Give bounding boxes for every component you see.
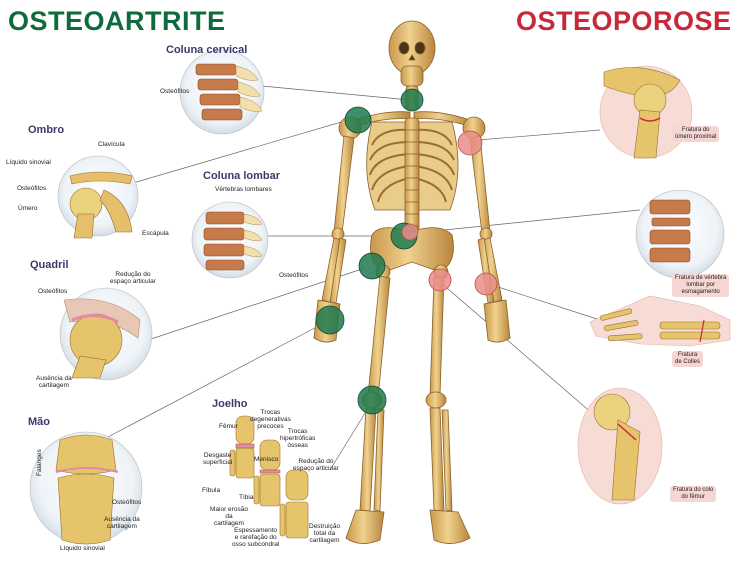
tag-fratura-colles: Fratura de Colles xyxy=(672,351,704,367)
knee-stages xyxy=(229,415,309,539)
osteoporose-title: OSTEOPOROSE xyxy=(516,6,732,36)
label-joelho-fibula: Fíbula xyxy=(202,487,221,494)
label-lombar-vertebras: Vértebras lombares xyxy=(215,186,272,193)
knee-stage-2 xyxy=(253,439,281,507)
label-cervical-osteofitos: Osteófitos xyxy=(160,88,190,95)
label-joelho-maior-erosao: Maior erosão da cartilagem xyxy=(210,506,248,527)
label-mao-osteofitos: Osteófitos xyxy=(112,499,142,506)
label-ombro-escapula: Escápula xyxy=(142,230,169,237)
detail-circle-vertebra xyxy=(635,189,725,279)
section-title-cervical: Coluna cervical xyxy=(166,44,248,56)
section-title-quadril: Quadril xyxy=(30,259,69,271)
section-title-mao: Mão xyxy=(28,416,50,428)
osteoporose-markers xyxy=(401,130,498,296)
label-quadril-reducao: Redução do espaço articular xyxy=(110,271,156,285)
knee-stage-1 xyxy=(229,415,255,479)
detail-circle-umero xyxy=(599,65,693,159)
label-mao-liquido: Líquido sinovial xyxy=(60,545,105,552)
label-joelho-espessamento: Espessamento e rarefação do osso subcond… xyxy=(232,527,280,548)
section-title-joelho: Joelho xyxy=(212,398,248,410)
label-joelho-trocas-deg: Trocas degenerativas precoces xyxy=(250,409,291,430)
marker-vertebra xyxy=(401,223,419,241)
knee-stage-3 xyxy=(279,469,309,539)
section-title-ombro: Ombro xyxy=(28,124,65,136)
osteoartrite-title: OSTEOARTRITE xyxy=(8,6,226,36)
label-joelho-menisco: Menisco xyxy=(254,456,279,463)
detail-circle-mao xyxy=(29,431,143,545)
detail-circle-lombar xyxy=(191,201,269,279)
detail-circle-cervical xyxy=(179,49,265,135)
label-ombro-liquido: Líquido sinovial xyxy=(6,159,51,166)
osteoartrite-markers xyxy=(315,88,424,415)
section-title-lombar: Coluna lombar xyxy=(203,170,281,182)
marker-femur xyxy=(428,268,452,292)
label-joelho-femur: Fêmur xyxy=(219,423,238,430)
label-quadril-osteofitos: Osteófitos xyxy=(38,288,68,295)
marker-quadril xyxy=(358,252,386,280)
label-joelho-trocas-hip: Trocas hipertróficas ósseas xyxy=(280,428,316,449)
marker-punho xyxy=(474,272,498,296)
label-lombar-osteofitos: Osteófitos xyxy=(279,272,309,279)
label-mao-falanges: Falanges xyxy=(36,449,43,476)
label-ombro-clavicula: Clavícula xyxy=(98,141,125,148)
label-ombro-umero: Úmero xyxy=(18,205,38,212)
tag-fratura-umero: Fratura do úmero proximal xyxy=(672,126,720,142)
detail-circle-quadril xyxy=(59,287,153,381)
label-quadril-ausencia: Ausência da cartilagem xyxy=(36,375,72,389)
label-joelho-reducao: Redução do espaço articular xyxy=(293,458,339,472)
tag-fratura-femur: Fratura do colo do fêmur xyxy=(670,486,717,502)
tag-fratura-vertebra: Fratura de vértebra lombar por esmagamen… xyxy=(672,274,730,297)
detail-wrist xyxy=(589,295,731,347)
marker-mao xyxy=(315,305,345,335)
label-mao-ausencia: Ausência da cartilagem xyxy=(104,516,140,530)
marker-cervical xyxy=(400,88,424,112)
label-ombro-osteofitos: Osteófitos xyxy=(17,185,47,192)
marker-umero xyxy=(457,130,483,156)
label-joelho-desgaste: Desgaste superficial xyxy=(203,452,233,466)
detail-circle-femur xyxy=(577,387,663,505)
label-joelho-destruicao: Destruição total da cartilagem xyxy=(309,523,341,544)
marker-joelho xyxy=(357,385,387,415)
detail-circle-ombro xyxy=(57,155,139,239)
marker-ombro xyxy=(344,106,372,134)
label-joelho-tibia: Tíbia xyxy=(239,494,254,501)
